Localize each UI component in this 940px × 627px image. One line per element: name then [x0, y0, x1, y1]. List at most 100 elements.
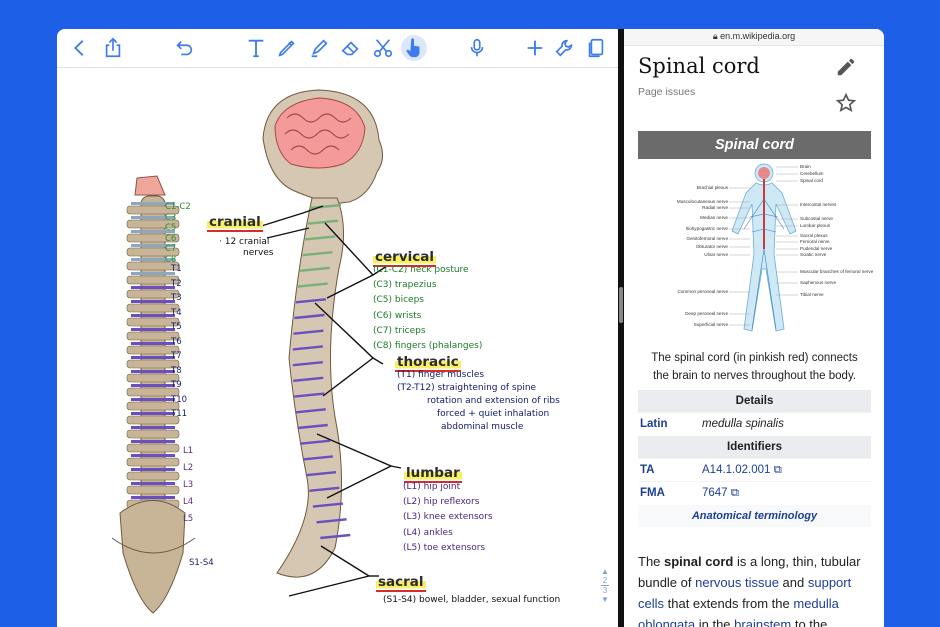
thoracic-note: forced + quiet inhalation [437, 409, 550, 419]
text-tool-icon[interactable] [243, 35, 269, 61]
diagram-left-label: Brachial plexus [696, 185, 728, 190]
notes-toolbar [57, 29, 618, 68]
diagram-right-label: Tibial nerve [800, 292, 824, 297]
latin-row: Latin medulla spinalis [638, 412, 871, 435]
side-vertebral-disc [295, 408, 326, 414]
spine-drawing [111, 89, 402, 614]
highlighter-icon[interactable] [306, 35, 332, 61]
fma-key[interactable]: FMA [640, 487, 665, 499]
diagram-left-label: Deep peroneal nerve [685, 311, 728, 316]
lumbar-vertebra-label: L5 [183, 514, 194, 524]
lumbar-note: (L2) hip reflexors [403, 497, 480, 508]
side-vertebral-disc [307, 219, 339, 225]
article-text: that extends from the [664, 596, 794, 611]
side-vertebral-disc [299, 439, 331, 445]
cervical-note: (C1-C2) neck posture [373, 265, 469, 275]
cervical-note: (C6) wrists [373, 310, 422, 321]
thoracic-vertebra-label: T5 [171, 322, 182, 332]
cervical-heading: cervical [373, 249, 436, 267]
page-issues-link[interactable]: Page issues [638, 86, 696, 98]
vertebral-disc [131, 426, 175, 429]
external-link-icon: ⧉ [773, 464, 782, 476]
link-support-cells[interactable]: support cells [638, 575, 852, 611]
anatomical-terminology-link[interactable]: Anatomical terminology [638, 504, 871, 527]
vertebral-disc [131, 370, 175, 373]
fma-row: FMA 7647 ⧉ [638, 481, 871, 504]
lumbar-note: (L5) toe extensors [403, 542, 486, 553]
identifiers-header: Identifiers [638, 435, 871, 458]
details-header: Details [638, 389, 871, 412]
thoracic-note: rotation and extension of ribs [427, 396, 560, 406]
side-vertebral-disc [316, 518, 347, 524]
scissors-icon[interactable] [370, 35, 396, 61]
page-up-icon[interactable]: ▲ [601, 567, 609, 576]
lumbar-vertebra-label: L3 [183, 480, 194, 490]
diagram-right-label: Subcostal nerve [800, 216, 833, 221]
page-down-icon[interactable]: ▼ [601, 595, 609, 604]
vertebra [126, 289, 180, 299]
vertebra [126, 387, 180, 397]
vertebra [126, 317, 180, 327]
article-intro: The spinal cord is a long, thin, tubular… [638, 551, 874, 627]
page-title: Spinal cord [638, 54, 760, 78]
side-vertebral-disc [295, 298, 326, 304]
cervical-note: (C3) trapezius [373, 280, 437, 291]
vertebra [126, 345, 180, 355]
vertebra [126, 247, 180, 257]
share-icon[interactable] [100, 35, 126, 61]
eraser-icon[interactable] [338, 35, 364, 61]
diagram-right-label: Lumbar plexus [800, 223, 831, 228]
side-vertebral-disc [299, 266, 331, 273]
diagram-right-label: Sacral plexus [800, 233, 828, 238]
edit-pencil-icon[interactable] [835, 56, 857, 78]
vertebra [126, 219, 180, 229]
pages-icon[interactable] [583, 35, 609, 61]
cervical-note: (C7) triceps [373, 325, 426, 336]
page-indicator[interactable]: ▲ 2 3 ▼ [598, 567, 612, 619]
ta-key[interactable]: TA [640, 464, 655, 476]
side-vertebral-disc [320, 533, 351, 540]
diagram-left-label: Genitofemoral nerve [686, 236, 728, 241]
cranial-heading: cranial [207, 214, 263, 232]
front-spine-illustration [111, 175, 196, 614]
vertebral-disc [131, 398, 175, 401]
lumbar-heading: lumbar [404, 465, 462, 483]
split-view-handle[interactable] [619, 287, 623, 323]
url-bar[interactable]: 🔒︎ en.m.wikipedia.org [624, 29, 884, 46]
article-text: and [778, 575, 808, 590]
side-vertebral-disc [302, 455, 333, 461]
cervical-vertebra-label: C8 [165, 254, 177, 265]
sacral-vertebra-label: S1-S4 [189, 558, 214, 568]
external-link-icon: ⧉ [730, 487, 740, 499]
skull-illustration [262, 89, 383, 205]
undo-icon[interactable] [171, 35, 197, 61]
microphone-icon[interactable] [464, 35, 490, 61]
latin-key[interactable]: Latin [640, 418, 668, 430]
side-vertebral-disc [310, 203, 342, 210]
ta-value-link[interactable]: A14.1.02.001 ⧉ [702, 459, 871, 481]
back-icon[interactable] [67, 35, 93, 61]
link-medulla-oblongata[interactable]: medulla oblongata [638, 596, 839, 627]
thoracic-vertebra-label: T10 [171, 394, 188, 405]
pen-icon[interactable] [274, 35, 300, 61]
vertebral-disc [131, 230, 175, 233]
settings-wrench-icon[interactable] [551, 35, 577, 61]
ta-value: A14.1.02.001 [702, 464, 771, 476]
diagram-right-label: Cerebellum [800, 171, 824, 176]
link-brainstem[interactable]: brainstem [734, 617, 792, 627]
thoracic-note: abdominal muscle [441, 422, 524, 432]
sacral-heading: sacral [376, 574, 426, 592]
hand-pointer-icon[interactable] [401, 35, 427, 61]
vertebral-disc [131, 384, 175, 387]
add-icon[interactable] [522, 35, 548, 61]
vertebral-disc [131, 482, 175, 485]
fma-value-link[interactable]: 7647 ⧉ [702, 482, 871, 504]
thoracic-vertebra-label: T11 [171, 409, 188, 419]
link-nervous-tissue[interactable]: nervous tissue [695, 575, 779, 590]
vertebra [126, 261, 180, 271]
watch-star-icon[interactable] [835, 92, 857, 114]
vertebral-disc [131, 216, 175, 219]
